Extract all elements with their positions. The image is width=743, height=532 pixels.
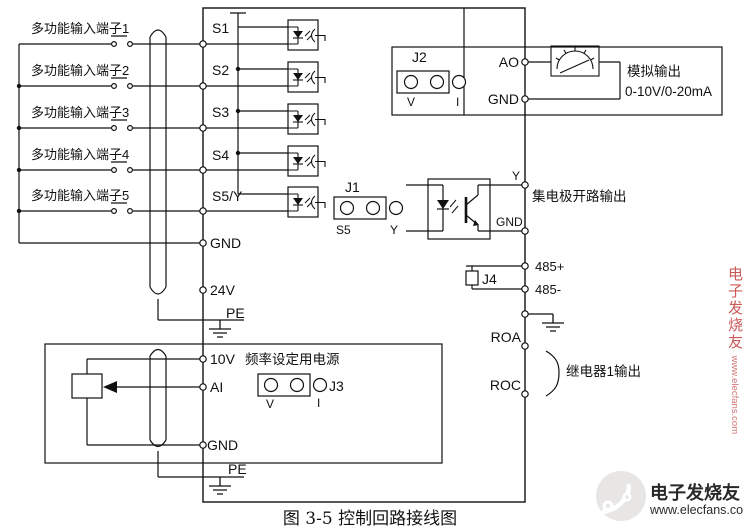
open-collector-label: 集电极开路输出 [532, 189, 627, 204]
watermark-vertical-site: www.elecfans.com [729, 355, 740, 435]
pe-top: PE [158, 305, 245, 338]
j4-resistor-icon [465, 270, 479, 286]
input-row-4 [19, 161, 288, 174]
freq-power-label: 频率设定用电源 [245, 351, 340, 367]
terminal-y: Y [512, 169, 520, 183]
rs485-section [465, 265, 525, 290]
inverter-block [202, 7, 526, 503]
shielded-cable-lower-icon [149, 348, 167, 477]
j3-option-v: V [266, 397, 274, 411]
y-output-opto [406, 178, 525, 240]
right-ground [528, 313, 565, 332]
terminal-pe-bottom: PE [228, 461, 247, 477]
relay-output-label: 继电器1输出 [566, 364, 641, 379]
terminal-roa: ROA [491, 329, 522, 345]
terminal-gnd-y: GND [496, 215, 523, 229]
j2-option-v: V [407, 95, 415, 109]
input-row-2 [19, 77, 288, 89]
figure-caption: 图 3-5 控制回路接线图 [283, 509, 457, 529]
input-row-3 [19, 119, 288, 131]
analog-range-label: 0-10V/0-20mA [625, 84, 712, 99]
j1-option-s5: S5 [336, 223, 351, 237]
input-label-5: 多功能输入端子5 [31, 188, 129, 203]
pe-bottom: PE [158, 461, 247, 495]
input-label-1: 多功能输入端子1 [31, 21, 129, 36]
j3-option-i: I [317, 396, 320, 410]
analog-output-box: J2 V I AO GND 模拟输出 0-10V/0-20mA [391, 45, 723, 116]
opto-bus [230, 12, 288, 195]
terminal-s5y: S5/Y [212, 188, 243, 204]
terminal-roc: ROC [490, 377, 521, 393]
j1-label: J1 [345, 179, 360, 195]
potentiometer-icon [71, 373, 103, 399]
terminal-s4: S4 [212, 147, 229, 163]
input-label-2: 多功能输入端子2 [31, 63, 129, 78]
terminal-gnd: GND [210, 235, 241, 251]
j1-option-y: Y [390, 223, 398, 237]
jumper-j1: J1 S5 Y [333, 179, 404, 237]
multi-function-inputs [16, 35, 288, 244]
terminal-points [199, 40, 529, 449]
input-label-4: 多功能输入端子4 [31, 147, 129, 162]
j2-label: J2 [412, 49, 427, 65]
watermark-vertical-brand: 电子发烧友 [726, 266, 743, 351]
watermark-brand: 电子发烧友 [650, 482, 740, 503]
arrow-left-icon [103, 381, 117, 393]
input-row-5 [19, 202, 288, 215]
analog-input-enclosure [44, 343, 443, 477]
terminal-gnd-ao: GND [488, 91, 519, 107]
analog-input-labels: 10V 频率设定用电源 AI GND [207, 351, 340, 453]
terminal-ai: AI [210, 379, 223, 395]
left-terminal-labels: S1 S2 S3 S4 S5/Y GND 24V [210, 20, 243, 298]
terminal-485-plus: 485+ [535, 259, 564, 274]
j3-label: J3 [329, 378, 344, 394]
terminal-gnd2: GND [207, 437, 238, 453]
j4-label: J4 [482, 271, 497, 287]
terminal-24v: 24V [210, 282, 236, 298]
shielded-cable-upper-icon [149, 29, 167, 320]
terminal-ao: AO [499, 54, 519, 70]
analog-output-label: 模拟输出 [627, 64, 681, 79]
input-row-1 [19, 35, 288, 47]
terminal-s1: S1 [212, 20, 229, 36]
terminal-485-minus: 485- [535, 282, 561, 297]
terminal-s2: S2 [212, 62, 229, 78]
input-labels: 多功能输入端子1 多功能输入端子2 多功能输入端子3 多功能输入端子4 多功能输… [31, 21, 129, 203]
relay-output: ROA ROC 继电器1输出 [490, 329, 641, 397]
brace-icon [545, 350, 560, 397]
watermark-vertical: 电子发烧友 www.elecfans.com [722, 266, 743, 501]
j2-option-i: I [456, 95, 459, 109]
meter-icon [550, 45, 600, 77]
input-label-3: 多功能输入端子3 [31, 105, 129, 120]
jumper-j3: V I J3 [257, 373, 344, 411]
terminal-s3: S3 [212, 104, 229, 120]
terminal-10v: 10V [210, 351, 236, 367]
watermark-logo: 电子发烧友 www.elecfans.com [596, 471, 743, 521]
watermark-site: www.elecfans.com [649, 503, 743, 517]
jumper-j2: V I [396, 70, 467, 109]
terminal-pe-top: PE [226, 305, 245, 321]
